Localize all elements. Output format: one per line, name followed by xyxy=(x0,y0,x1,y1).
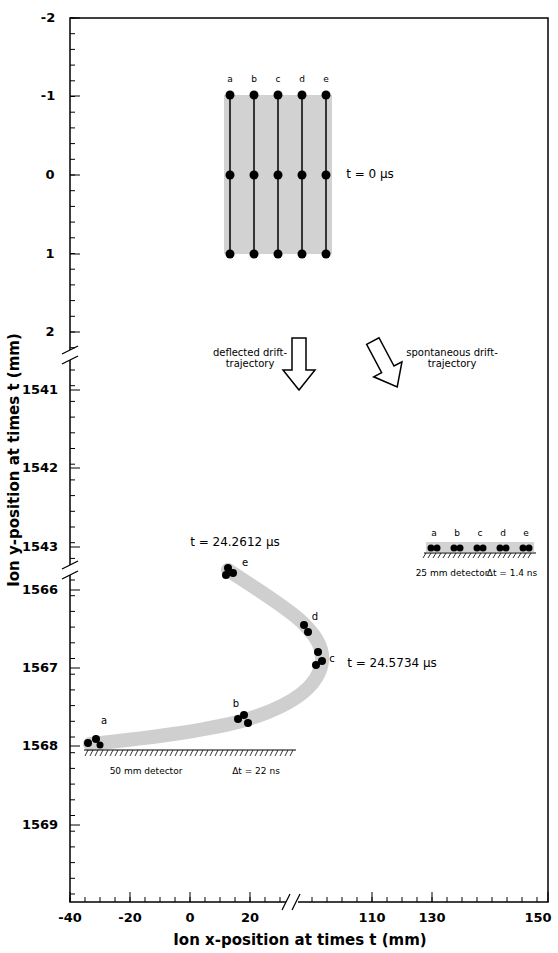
plot-annotation: c xyxy=(276,75,281,85)
plot-annotation: t = 0 µs xyxy=(346,168,394,181)
plot-annotation: d xyxy=(312,611,318,622)
plot-annotation: deflected drift-trajectory xyxy=(200,347,300,369)
tick-label: 0 xyxy=(45,168,54,182)
plot-annotation: e xyxy=(523,529,529,539)
ion-arrival-curve xyxy=(84,564,326,756)
plot-annotation: Δt = 1.4 ns xyxy=(487,569,538,579)
ion-grid xyxy=(224,91,332,259)
tick-label: -20 xyxy=(118,911,142,925)
tick-label: 1569 xyxy=(22,818,58,832)
drift-arrow xyxy=(359,334,412,395)
tick-label: 1543 xyxy=(22,540,58,554)
tick-label: 1542 xyxy=(22,461,58,475)
tick-label: 110 xyxy=(358,911,385,925)
tick-label: 1566 xyxy=(22,583,58,597)
plot-annotation: a xyxy=(227,75,233,85)
plot-annotation: c xyxy=(478,529,483,539)
plot-annotation: t = 24.2612 µs xyxy=(190,536,280,549)
plot-annotation: a xyxy=(431,529,437,539)
plot-annotation: b xyxy=(454,529,460,539)
tick-label: 0 xyxy=(185,911,194,925)
plot-annotation: 50 mm detector xyxy=(110,767,183,777)
tick-label: -2 xyxy=(41,11,55,25)
plot-annotation: 25 mm detector xyxy=(416,569,489,579)
tick-label: -1 xyxy=(41,89,55,103)
axis-ticks xyxy=(70,18,548,902)
tick-label: 1541 xyxy=(22,383,58,397)
drift-arrow xyxy=(283,338,315,390)
tick-label: 150 xyxy=(524,911,551,925)
plot-annotation: b xyxy=(251,75,257,85)
plot-annotation: t = 24.5734 µs xyxy=(347,657,437,670)
tick-label: 1 xyxy=(45,247,54,261)
tick-label: 1568 xyxy=(22,739,58,753)
tick-label: 2 xyxy=(45,325,54,339)
plot-annotation: e xyxy=(323,75,329,85)
tick-label: 20 xyxy=(241,911,259,925)
plot-annotation: d xyxy=(299,75,305,85)
plot-frame xyxy=(70,18,548,902)
tick-label: 130 xyxy=(418,911,445,925)
plot-annotation: c xyxy=(329,653,335,664)
plot-annotation: d xyxy=(500,529,506,539)
axis-title: Ion x-position at times t (mm) xyxy=(173,932,426,949)
tick-label: 1567 xyxy=(22,661,58,675)
plot-annotation: e xyxy=(242,557,248,568)
detector-25mm xyxy=(423,542,536,558)
plot-annotation: a xyxy=(101,715,107,726)
axis-break xyxy=(62,346,300,910)
tick-label: -40 xyxy=(58,911,82,925)
plot-annotation: b xyxy=(233,698,239,709)
plot-annotation: spontaneous drift-trajectory xyxy=(397,347,507,369)
plot-annotation: Δt = 22 ns xyxy=(232,767,280,777)
axis-title: Ion y-position at times t (mm) xyxy=(6,333,23,587)
